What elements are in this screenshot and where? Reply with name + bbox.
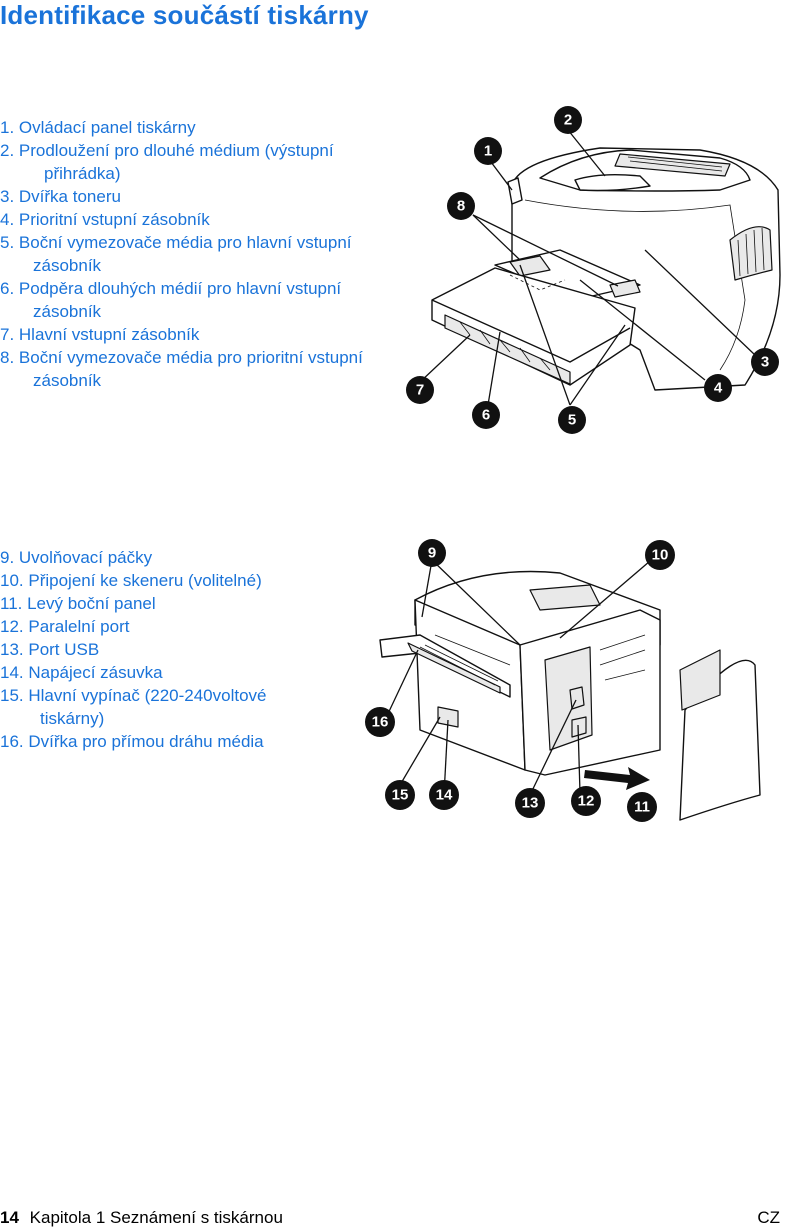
front-part-item: 7. Hlavní vstupní zásobník: [0, 323, 415, 346]
rear-part-item: 16. Dvířka pro přímou dráhu média: [0, 730, 320, 753]
front-part-item: 2. Prodloužení pro dlouhé médium (výstup…: [0, 139, 415, 185]
callout-11: 11: [627, 792, 657, 822]
front-part-item: 4. Prioritní vstupní zásobník: [0, 208, 415, 231]
language-code: CZ: [757, 1208, 780, 1227]
callout-label: 11: [634, 799, 650, 816]
rear-parts-list: 9. Uvolňovací páčky 10. Připojení ke ske…: [0, 546, 320, 753]
rear-part-item: 10. Připojení ke skeneru (volitelné): [0, 569, 320, 592]
page-number: 14: [0, 1208, 19, 1227]
front-part-text-cont: zásobník: [33, 302, 102, 321]
front-part-text: 4. Prioritní vstupní zásobník: [0, 210, 210, 229]
front-part-text: 1. Ovládací panel tiskárny: [0, 118, 196, 137]
callout-label: 6: [482, 407, 490, 424]
front-part-item: 5. Boční vymezovače média pro hlavní vst…: [0, 231, 415, 277]
rear-part-item: 9. Uvolňovací páčky: [0, 546, 320, 569]
rear-part-item: 14. Napájecí zásuvka: [0, 661, 320, 684]
printer-rear-illustration: 9 10 11 12 13 14 15 16: [365, 539, 761, 822]
front-part-text: 3. Dvířka toneru: [0, 187, 121, 206]
callout-label: 4: [714, 380, 723, 397]
callout-15: 15: [385, 780, 415, 810]
front-part-text: 2. Prodloužení pro dlouhé médium (výstup…: [0, 141, 334, 160]
printer-front-illustration: 1 2 3 4 5 6 7 8: [406, 106, 781, 434]
callout-3: 3: [751, 348, 779, 376]
front-part-text: 8. Boční vymezovače média pro prioritní …: [0, 348, 363, 367]
callout-2: 2: [554, 106, 582, 134]
rear-part-text: 11. Levý boční panel: [0, 594, 156, 613]
front-part-text-cont: přihrádka): [44, 164, 121, 183]
front-parts-list: 1. Ovládací panel tiskárny 2. Prodloužen…: [0, 116, 415, 392]
callout-label: 1: [484, 143, 492, 160]
front-part-text: 7. Hlavní vstupní zásobník: [0, 325, 200, 344]
callout-label: 3: [761, 354, 769, 371]
rear-part-text: 16. Dvířka pro přímou dráhu média: [0, 732, 264, 751]
page-footer: 14 Kapitola 1 Seznámení s tiskárnou CZ: [0, 1208, 786, 1228]
callout-label: 5: [568, 412, 576, 429]
rear-part-item: 11. Levý boční panel: [0, 592, 320, 615]
front-part-item: 6. Podpěra dlouhých médií pro hlavní vst…: [0, 277, 415, 323]
front-leader-lines: [419, 129, 756, 406]
rear-leader-lines: [384, 559, 651, 796]
page-title: Identifikace součástí tiskárny: [0, 0, 369, 30]
callout-4: 4: [704, 374, 732, 402]
callout-8: 8: [447, 192, 475, 220]
callout-14: 14: [429, 780, 459, 810]
callout-label: 13: [522, 795, 539, 812]
callout-1: 1: [474, 137, 502, 165]
callout-label: 12: [578, 793, 595, 810]
rear-part-text: 13. Port USB: [0, 640, 100, 659]
callout-6: 6: [472, 401, 500, 429]
callout-label: 14: [436, 787, 453, 804]
callout-10: 10: [645, 540, 675, 570]
callout-label: 9: [428, 545, 436, 562]
chapter-title: Kapitola 1 Seznámení s tiskárnou: [29, 1208, 283, 1227]
callout-12: 12: [571, 786, 601, 816]
callout-9: 9: [418, 539, 446, 567]
callout-label: 2: [564, 112, 572, 129]
rear-part-text: 10. Připojení ke skeneru (volitelné): [0, 571, 262, 590]
callout-5: 5: [558, 406, 586, 434]
printer-rear-drawing: [379, 570, 761, 821]
rear-part-text: 14. Napájecí zásuvka: [0, 663, 163, 682]
callout-7: 7: [406, 376, 434, 404]
front-part-text: 5. Boční vymezovače média pro hlavní vst…: [0, 233, 352, 252]
front-part-item: 8. Boční vymezovače média pro prioritní …: [0, 346, 415, 392]
callout-13: 13: [515, 788, 545, 818]
front-part-item: 3. Dvířka toneru: [0, 185, 415, 208]
printer-front-drawing: [431, 147, 781, 391]
front-part-text-cont: zásobník: [33, 256, 102, 275]
rear-part-text: 15. Hlavní vypínač (220-240voltové: [0, 686, 267, 705]
rear-part-text-cont: tiskárny): [40, 709, 105, 728]
rear-part-item: 12. Paralelní port: [0, 615, 320, 638]
callout-label: 15: [392, 787, 409, 804]
front-part-text-cont: zásobník: [33, 371, 102, 390]
rear-part-item: 15. Hlavní vypínač (220-240voltové tiskár…: [0, 684, 320, 730]
callout-label: 7: [416, 382, 424, 399]
front-part-item: 1. Ovládací panel tiskárny: [0, 116, 415, 139]
callout-label: 8: [457, 198, 465, 215]
rear-part-text: 12. Paralelní port: [0, 617, 130, 636]
rear-part-text: 9. Uvolňovací páčky: [0, 548, 153, 567]
callout-16: 16: [365, 707, 395, 737]
callout-label: 16: [372, 714, 389, 731]
callout-label: 10: [652, 547, 669, 564]
rear-part-item: 13. Port USB: [0, 638, 320, 661]
front-part-text: 6. Podpěra dlouhých médií pro hlavní vst…: [0, 279, 342, 298]
